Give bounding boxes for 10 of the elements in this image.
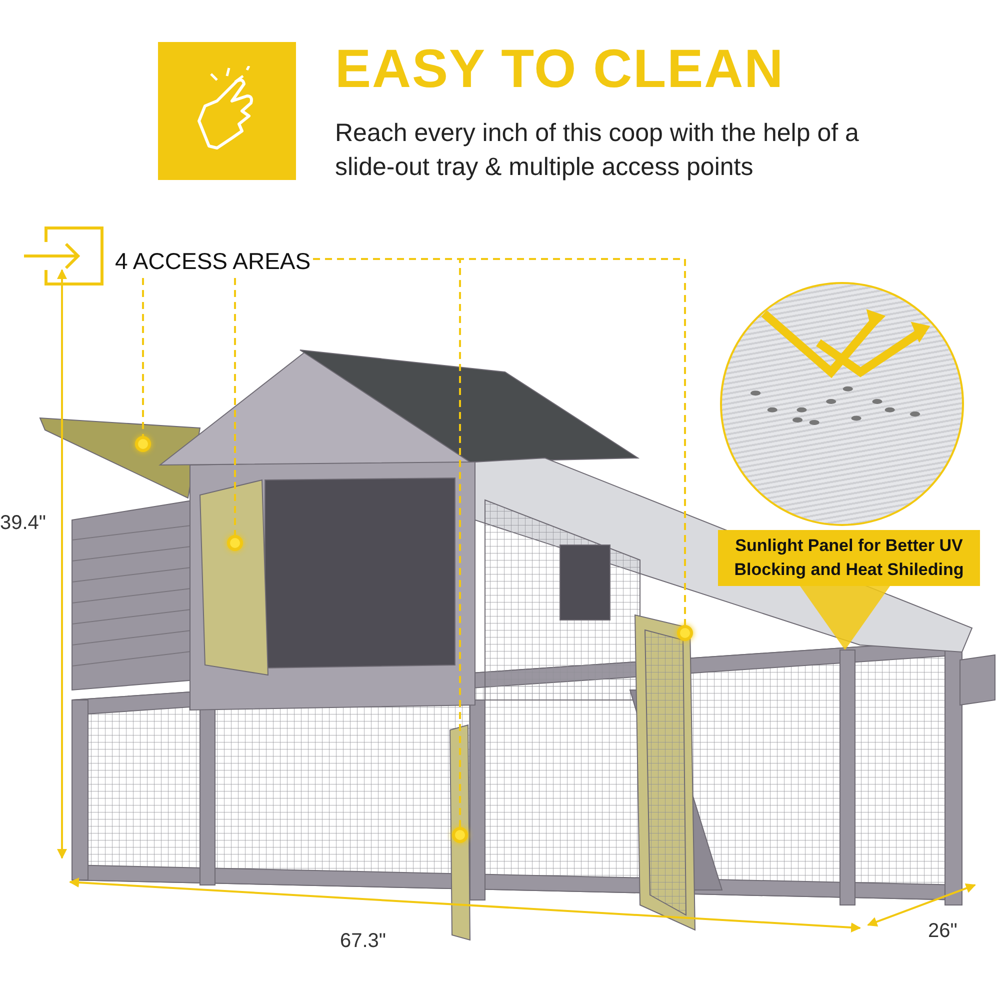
subtitle: Reach every inch of this coop with the help of a slide-out tray & multiple access points xyxy=(335,118,860,183)
leader-line xyxy=(142,278,144,436)
callout-heading: 4 ACCESS AREAS xyxy=(115,246,311,276)
dimension-label: 67.3" xyxy=(340,930,386,953)
leader-line xyxy=(313,258,686,625)
title: EASY TO CLEAN xyxy=(335,38,784,100)
access-point-marker xyxy=(677,625,693,641)
dimension-label: 39.4" xyxy=(0,512,46,535)
leader-line xyxy=(234,278,236,535)
dimension-label: 26" xyxy=(928,920,958,943)
